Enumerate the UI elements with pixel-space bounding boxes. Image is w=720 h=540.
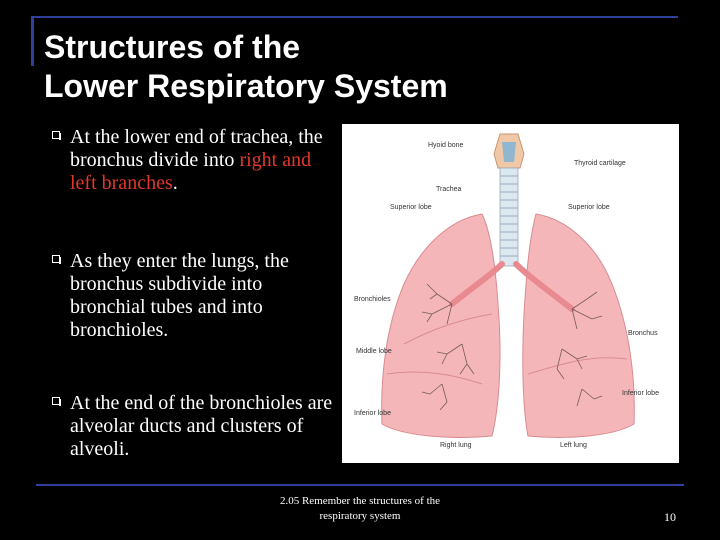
left-oblique-fissure (527, 357, 628, 375)
label-bronchus: Bronchus (628, 330, 658, 337)
trachea-rings (500, 175, 518, 257)
bullet-text-part: . (172, 172, 178, 194)
label-right-lung: Right lung (440, 442, 472, 449)
trachea-shape (499, 167, 519, 267)
right-lung-shape (381, 213, 501, 438)
checkbox-bullet-icon (52, 255, 61, 264)
label-inferior-lobe-right: Inferior lobe (354, 410, 391, 417)
right-horizontal-fissure (403, 313, 493, 345)
bullet-text: At the end of the bronchioles are alveol… (70, 392, 333, 460)
label-hyoid-bone: Hyoid bone (428, 142, 464, 149)
bullet-highlight: right and left branches (70, 149, 312, 194)
thyroid-cartilage-shape (502, 142, 516, 162)
label-superior-lobe-left: Superior lobe (568, 204, 610, 211)
title-line-1: Structures of the (44, 29, 301, 65)
footer-caption: 2.05 Remember the structures of the resp… (262, 494, 458, 524)
bullet-text: As they enter the lungs, the bronchus su… (70, 250, 289, 341)
label-trachea: Trachea (436, 186, 462, 193)
right-oblique-fissure (386, 371, 483, 385)
page-number: 10 (664, 510, 676, 524)
title-line-2: Lower Respiratory System (44, 68, 448, 104)
main-bronchi (449, 261, 575, 312)
left-rule (31, 16, 34, 66)
bullet-text-part: At the lower end of trachea, the bronchu… (70, 126, 323, 171)
label-thyroid-cartilage: Thyroid cartilage (574, 160, 626, 167)
footer-line-2: respiratory system (319, 510, 401, 522)
checkbox-bullet-icon (52, 397, 61, 406)
footer-line-1: 2.05 Remember the structures of the (279, 495, 441, 507)
checkbox-bullet-icon (52, 131, 61, 140)
label-left-lung: Left lung (560, 442, 587, 449)
label-middle-lobe: Middle lobe (356, 348, 392, 355)
lung-illustration (381, 133, 635, 438)
top-rule (31, 16, 678, 18)
bullet-text: At the lower end of trachea, the bronchu… (70, 126, 342, 195)
label-inferior-lobe-left: Inferior lobe (622, 390, 659, 397)
left-lung-shape (522, 213, 635, 438)
label-bronchioles: Bronchioles (354, 296, 391, 303)
bronchiole-branches (421, 283, 603, 411)
slide-title: Structures of the Lower Respiratory Syst… (44, 28, 644, 106)
lung-diagram: Hyoid bone Thyroid cartilage Trachea Sup… (342, 124, 679, 463)
footer-rule (36, 484, 684, 486)
label-superior-lobe-right: Superior lobe (390, 204, 432, 211)
